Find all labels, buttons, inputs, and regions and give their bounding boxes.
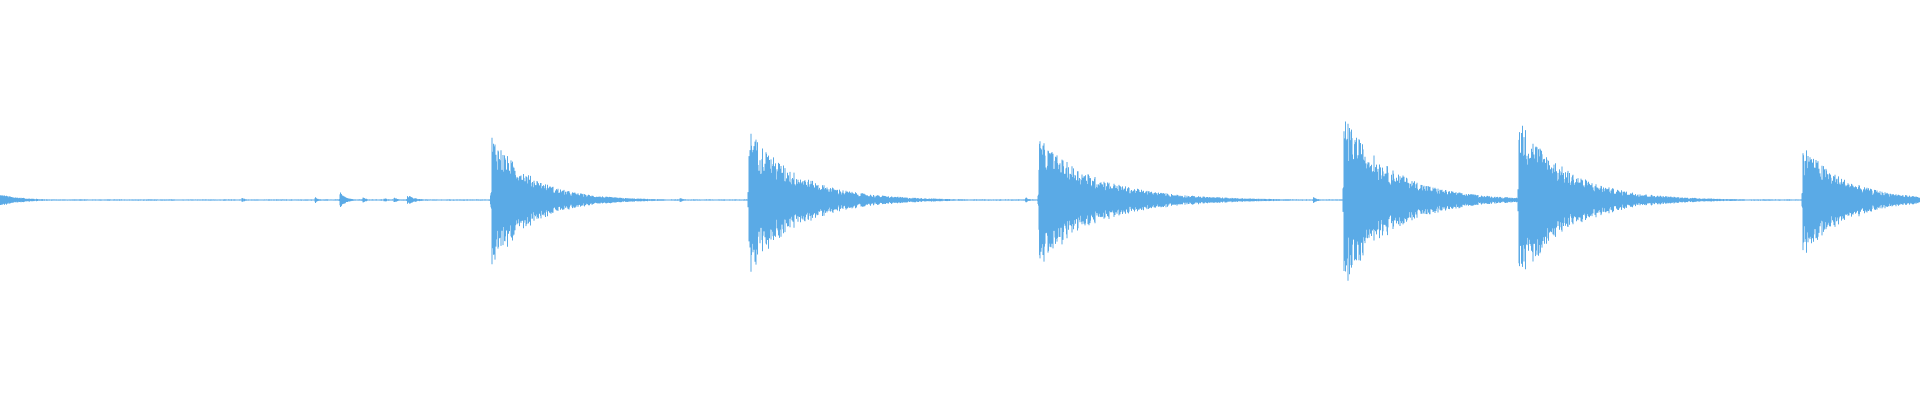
waveform-trace xyxy=(0,121,1920,281)
